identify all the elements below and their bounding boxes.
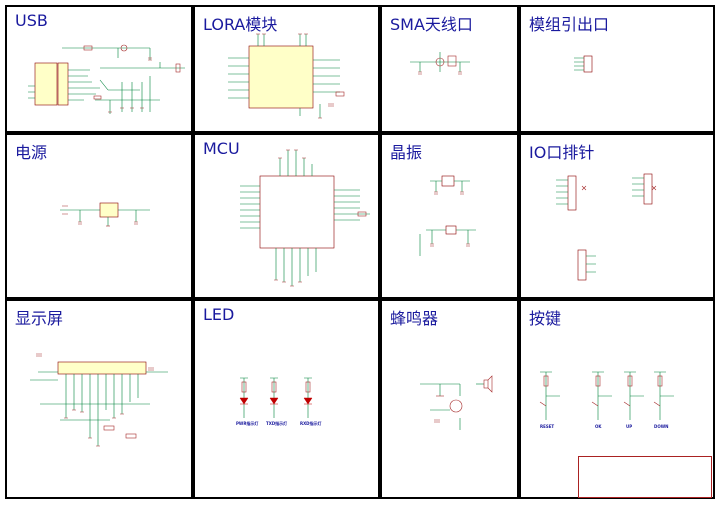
crystal-circuit [419,175,476,256]
mcu-circuit [240,150,370,286]
led-label-rxd: RXD指示灯 [300,421,322,426]
panel-led[interactable]: LED [193,299,380,499]
mcu-components [274,149,367,287]
sma-components [418,55,462,75]
panel-header[interactable]: 模组引出口 [519,5,715,133]
panel-title: 蜂鸣器 [390,309,439,328]
lora-components [256,33,345,119]
panel-title: MCU [203,139,240,158]
panel-title: SMA天线口 [390,15,473,34]
power-circuit [60,202,150,226]
panel-title: 模组引出口 [529,15,610,34]
panel-lora[interactable]: LORA模块 [193,5,380,133]
key-components [539,375,663,407]
lora-circuit [228,34,340,118]
panel-title: 晶振 [390,143,423,162]
panel-power[interactable]: 电源 [5,133,193,299]
header-circuit [574,55,593,73]
panel-display[interactable]: 显示屏 [5,299,193,499]
panel-title: 显示屏 [15,309,64,328]
power-components [62,205,138,227]
crystal-components [430,191,470,247]
led-components [241,381,311,393]
key-circuit [540,371,674,420]
key-label-up: UP [626,424,633,429]
led-label-pwr: PWR指示灯 [236,421,259,426]
display-components [36,353,154,447]
led-label-txd: TXD指示灯 [266,421,288,426]
key-label-reset: RESET [540,424,555,429]
buzzer-circuit [420,383,484,430]
buzzer-components [434,375,493,423]
panel-title: 按键 [529,309,562,328]
panel-title: IO口排针 [529,143,595,162]
panel-crystal[interactable]: 晶振 [380,133,519,299]
panel-buzzer[interactable]: 蜂鸣器 [380,299,519,499]
io-circuit [556,173,653,281]
display-circuit [30,361,168,446]
usb-components [83,44,181,113]
usb-circuit [28,47,185,114]
title-block [578,456,712,498]
panel-title: 电源 [15,143,48,162]
panel-sma[interactable]: SMA天线口 [380,5,519,133]
panel-title: USB [15,11,48,30]
key-label-ok: OK [595,424,602,429]
sma-circuit [410,52,470,72]
led-diodes [239,397,313,405]
panel-title: LED [203,305,235,324]
key-label-down: DOWN [654,424,669,429]
panel-title: LORA模块 [203,15,278,34]
panel-io[interactable]: IO口排针 [519,133,715,299]
io-components [581,185,657,191]
